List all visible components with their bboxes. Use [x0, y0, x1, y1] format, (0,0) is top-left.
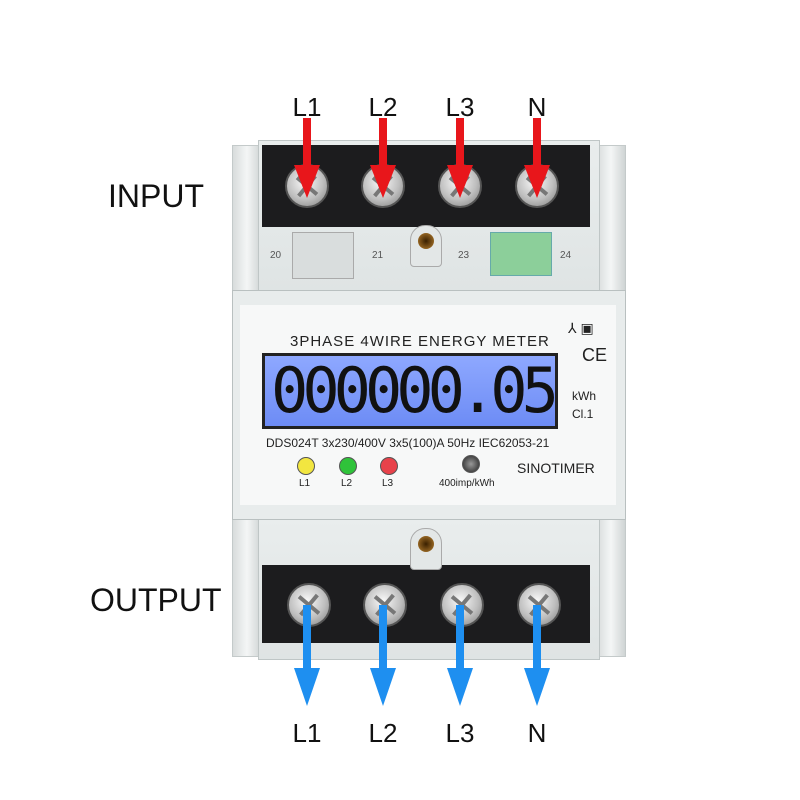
seal-screw-bottom: [410, 528, 442, 570]
led-l3: [380, 457, 398, 475]
pulse-led: [462, 455, 480, 473]
aux-terminal-cover: [292, 232, 354, 279]
input-terminal-label-l3: L3: [445, 92, 475, 122]
output-terminal-label-l3: L3: [445, 718, 475, 748]
output-terminal-label-l2: L2: [368, 718, 398, 748]
lcd-display: 000000.05: [262, 353, 558, 429]
input-terminal-label-n: N: [527, 92, 547, 122]
output-label: OUTPUT: [90, 582, 222, 618]
input-label: INPUT: [108, 178, 204, 214]
input-terminal-label-l1: L1: [292, 92, 322, 122]
unit-label: kWh: [572, 389, 596, 403]
accuracy-class: Cl.1: [572, 407, 594, 421]
meter-title: 3PHASE 4WIRE ENERGY METER: [290, 333, 550, 350]
terminal-number: 23: [458, 250, 470, 261]
led-l1: [297, 457, 315, 475]
input-arrow-l2: [370, 118, 396, 198]
three-phase-symbol-icon: ⅄ ▣: [568, 320, 594, 336]
output-arrow-l3: [447, 605, 473, 706]
terminal-number: 20: [270, 250, 282, 261]
led-label-l2: L2: [341, 478, 353, 489]
ce-mark: CE: [582, 345, 608, 365]
input-arrow-n: [524, 118, 550, 198]
terminal-number: 24: [560, 250, 572, 261]
input-arrows: [294, 118, 550, 198]
input-terminal-label-l2: L2: [368, 92, 398, 122]
seal-screw-top: [410, 225, 442, 267]
pulse-rate-label: 400imp/kWh: [439, 478, 495, 489]
output-terminal-label-n: N: [527, 718, 547, 748]
output-arrow-l1: [294, 605, 320, 706]
input-arrow-l3: [447, 118, 473, 198]
terminal-number: 21: [372, 250, 384, 261]
output-arrows: [294, 605, 550, 706]
led-l2: [339, 457, 357, 475]
led-label-l3: L3: [382, 478, 394, 489]
output-arrow-n: [524, 605, 550, 706]
output-arrow-l2: [370, 605, 396, 706]
led-label-l1: L1: [299, 478, 311, 489]
pulse-output-terminal: [490, 232, 552, 276]
spec-line: DDS024T 3x230/400V 3x5(100)A 50Hz IEC620…: [266, 436, 550, 450]
output-terminal-label-l1: L1: [292, 718, 322, 748]
brand-name: SINOTIMER: [517, 460, 595, 476]
input-arrow-l1: [294, 118, 320, 198]
energy-reading: 000000.05: [271, 354, 555, 427]
